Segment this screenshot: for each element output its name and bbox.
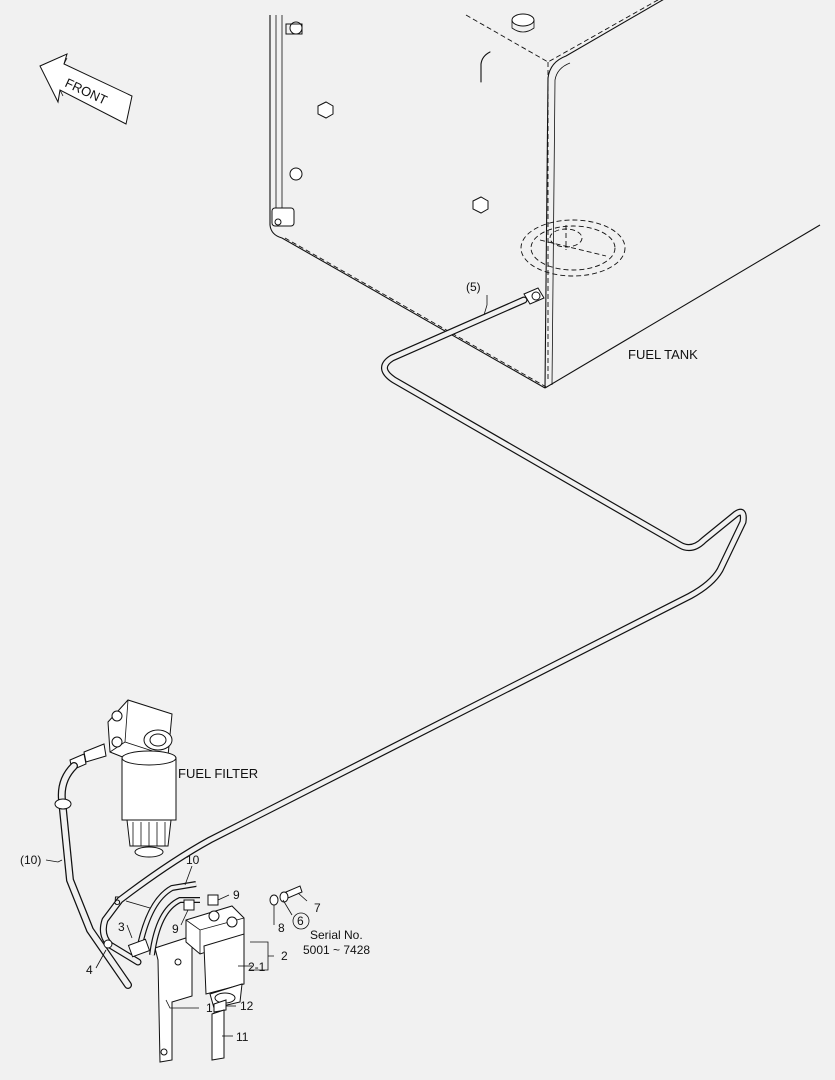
fuel-tank-label: FUEL TANK	[628, 347, 698, 362]
callout-9b: 9	[172, 922, 179, 936]
callout-11: 11	[236, 1030, 249, 1044]
callout-6: 6	[297, 914, 304, 928]
callout-2: 2	[281, 949, 288, 963]
fuel-filter-upper	[69, 699, 177, 858]
callout-2-1: 2-1	[248, 960, 266, 974]
callout-5: 5	[114, 894, 121, 908]
front-arrow: FRONT	[39, 53, 133, 125]
callout-3: 3	[118, 920, 125, 934]
callout-10: 10	[186, 853, 200, 867]
callout-12: 12	[240, 999, 254, 1013]
fuel-filter-label: FUEL FILTER	[178, 766, 258, 781]
callout-4: 4	[86, 963, 93, 977]
return-hose	[54, 762, 132, 989]
leader-lines	[45, 295, 488, 1037]
callout-5-paren: (5)	[466, 280, 481, 294]
fuel-tank	[269, 0, 821, 389]
callout-7: 7	[314, 901, 321, 915]
serial-number-line2: 5001 ~ 7428	[303, 943, 370, 957]
callout-9a: 9	[233, 888, 240, 902]
callout-8: 8	[278, 921, 285, 935]
callout-1: 1	[206, 1001, 213, 1015]
callout-10-paren: (10)	[20, 853, 41, 867]
fuel-pipe	[99, 296, 747, 966]
callout-6-circle	[292, 912, 310, 930]
serial-number-line1: Serial No.	[310, 928, 363, 942]
water-separator	[103, 881, 303, 1063]
